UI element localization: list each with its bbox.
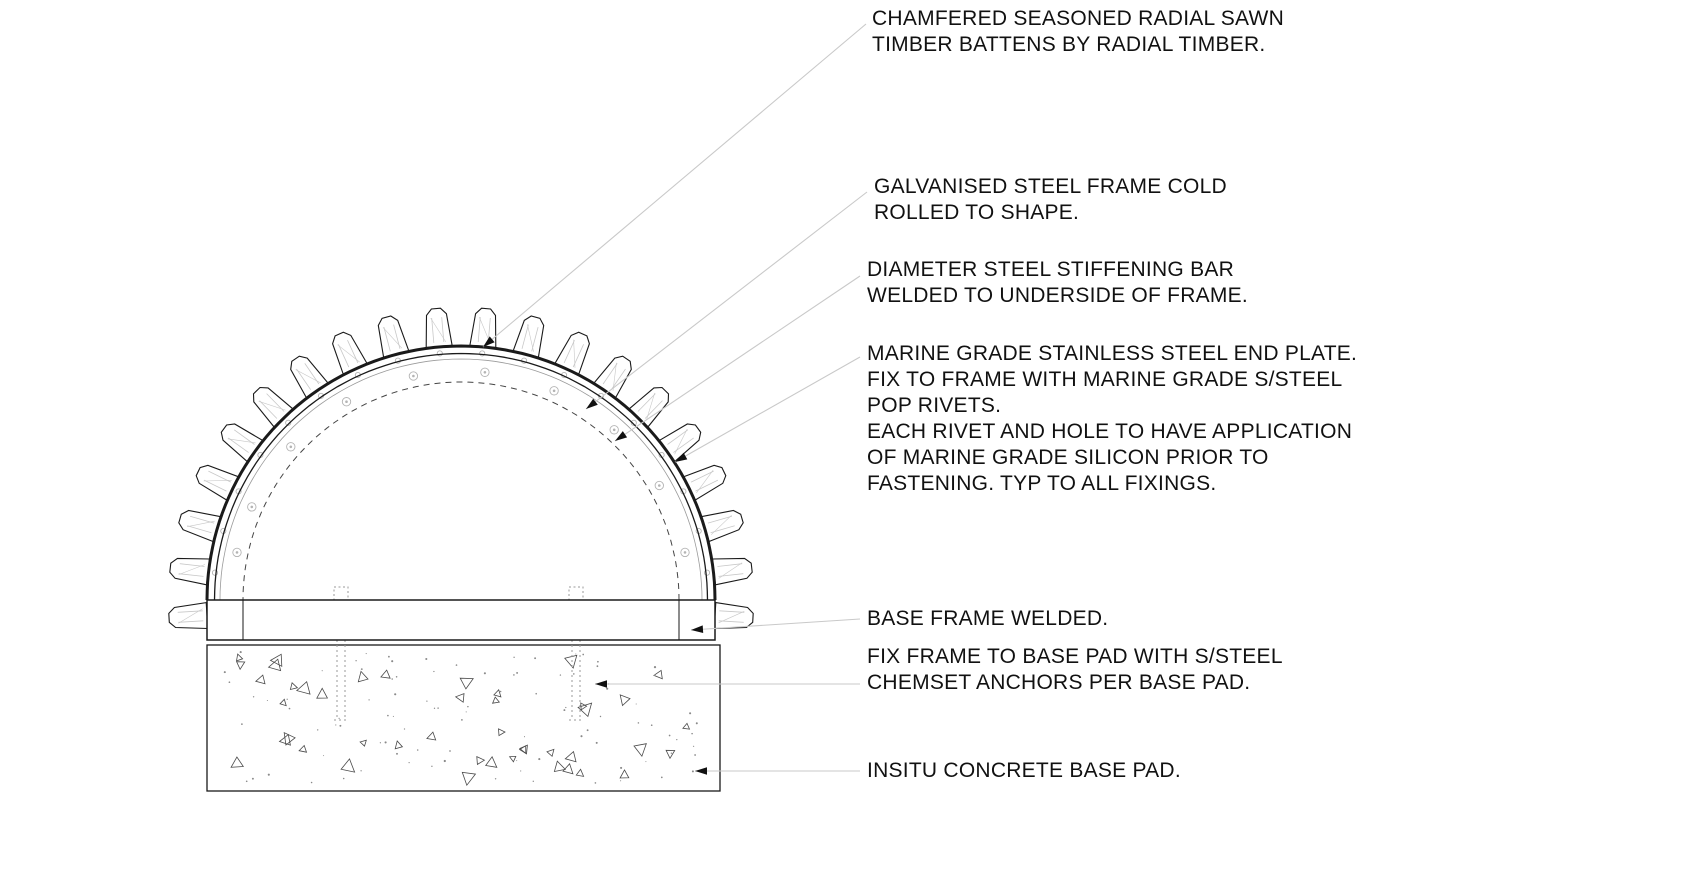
leader-lines <box>482 23 868 775</box>
leader-end-plate <box>674 356 861 463</box>
leader-stiffening-bar <box>614 275 861 442</box>
concrete-pad <box>206 644 721 792</box>
annotation-chemset-anchors: FIX FRAME TO BASE PAD WITH S/STEEL CHEMS… <box>867 645 1283 694</box>
annotation-concrete-base-pad: INSITU CONCRETE BASE PAD. <box>867 759 1181 782</box>
leader-base-frame-welded <box>690 618 861 631</box>
leader-steel-frame <box>585 191 868 410</box>
leader-arrow-chemset-anchors <box>595 680 607 688</box>
timber-battens <box>168 307 754 630</box>
rivet-symbols <box>232 367 690 558</box>
leader-arrow-concrete-base-pad <box>695 767 707 775</box>
leader-arrow-stiffening-bar <box>615 431 628 441</box>
annotation-stiffening-bar: DIAMETER STEEL STIFFENING BAR WELDED TO … <box>867 258 1249 307</box>
annotation-timber-battens: CHAMFERED SEASONED RADIAL SAWN TIMBER BA… <box>872 7 1285 56</box>
leader-arrow-steel-frame <box>586 398 598 409</box>
leader-arrow-end-plate <box>675 452 688 462</box>
base-frame <box>206 599 716 641</box>
steel-frame-arcs <box>205 344 717 601</box>
leader-arrow-base-frame-welded <box>691 625 704 633</box>
leader-timber-battens <box>482 23 867 348</box>
concrete-texture <box>223 651 698 787</box>
annotation-base-frame-welded: BASE FRAME WELDED. <box>867 607 1109 630</box>
annotation-steel-frame: GALVANISED STEEL FRAME COLD ROLLED TO SH… <box>874 175 1227 224</box>
annotation-end-plate: MARINE GRADE STAINLESS STEEL END PLATE. … <box>867 342 1358 495</box>
leader-arrow-timber-battens <box>483 336 495 347</box>
